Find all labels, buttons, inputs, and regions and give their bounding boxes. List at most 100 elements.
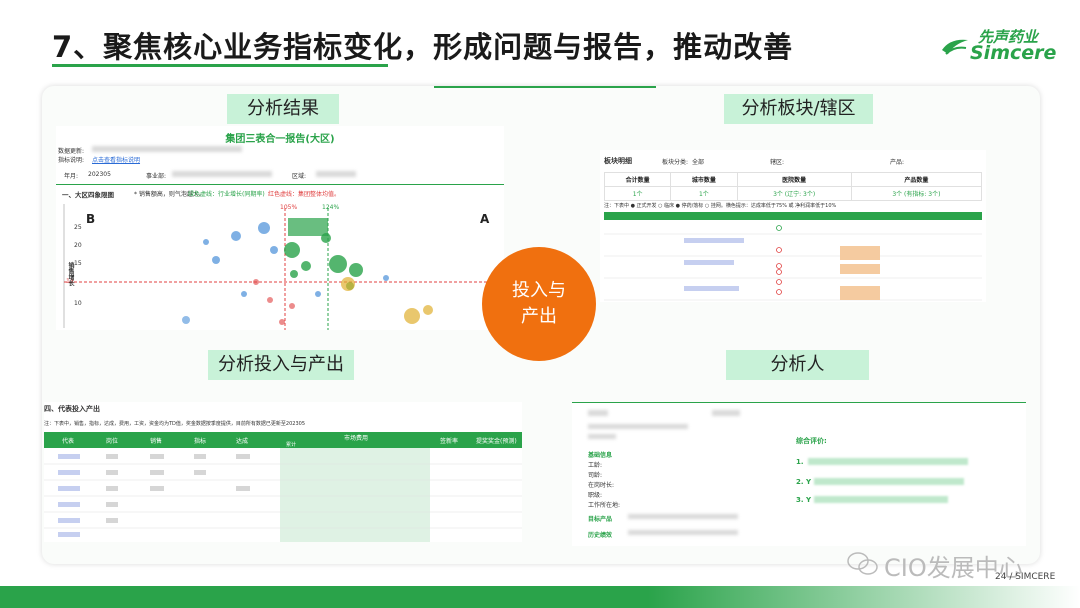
history-performance-label: 历史绩效: [588, 532, 613, 539]
chart-note: * 销售额高，则气泡越大。: [134, 191, 205, 198]
green-line-label: 124%: [322, 204, 340, 211]
eval-item-1-text: [808, 458, 968, 465]
slide-title: 7、聚焦核心业务指标变化，形成问题与报告，推动改善: [52, 30, 794, 64]
io-heading: 四、代表投入产出: [44, 405, 100, 413]
logo-en-text: Simcere: [970, 42, 1057, 64]
block-filter1-value[interactable]: 全部: [692, 159, 705, 166]
block-detail-table: [604, 225, 982, 301]
io-table-header: 代表 岗位 销售 指标 达成 市场费用 累计 签新率 提奖奖金(预测): [44, 432, 522, 448]
page-number: 24 / SIMCERE: [995, 572, 1056, 582]
divider: [56, 184, 504, 185]
summary-header: 城市数量: [670, 172, 738, 187]
filter-area-label: 区域:: [292, 173, 307, 180]
io-col-cumulative: 累计: [286, 442, 297, 448]
person-line: [588, 424, 688, 429]
eval-item-3: 3. Y: [796, 496, 812, 504]
summary-header: 合计数量: [603, 172, 672, 187]
block-section-label: 分析板块/辖区: [724, 94, 873, 124]
quadrant-b-label: B: [86, 212, 96, 226]
company-logo: 先声药业 Simcere: [940, 26, 1065, 66]
field-seniority: 工龄:: [588, 462, 603, 469]
eval-item-1: 1.: [796, 458, 804, 466]
eval-item-3-text: [814, 496, 948, 503]
person-name: [588, 410, 608, 416]
io-table-body: [44, 448, 522, 542]
chart-note-red: 红色虚线：集团整体均值。: [268, 191, 341, 198]
field-location: 工作所在地:: [588, 502, 621, 509]
history-performance-value: [628, 530, 738, 535]
result-panel: 集团三表合一报告(大区) 数据更新: 指标说明: 点击查看指标说明 年月: 20…: [56, 126, 504, 330]
y-tick-25: 25: [74, 224, 82, 231]
summary-value: 3个 (辽宁: 3个): [736, 186, 852, 201]
center-label-line1: 投入与: [512, 280, 566, 301]
filter-month-value[interactable]: 202305: [88, 171, 111, 178]
report-title: 集团三表合一报告(大区): [225, 134, 335, 145]
field-tenure: 在岗时长:: [588, 482, 615, 489]
io-col-market-fee: 市场费用: [344, 435, 369, 442]
person-divider: [572, 402, 1026, 403]
eval-item-2: 2. Y: [796, 478, 812, 486]
summary-header: 产品数量: [850, 172, 983, 187]
indicator-desc-label: 指标说明:: [58, 157, 85, 164]
block-panel: 板块明细 板块分类: 全部 辖区: 产品: 合计数量 城市数量 医院数量 产品数…: [600, 150, 986, 302]
io-col-position: 岗位: [106, 438, 119, 445]
io-col-achieve: 达成: [236, 438, 249, 445]
data-update-value: [92, 146, 242, 152]
target-product-value: [628, 514, 738, 519]
io-col-sales: 销售: [150, 438, 163, 445]
y-axis-label: 销售增长: [67, 262, 74, 286]
y-tick-10: 10: [74, 300, 82, 307]
person-title: [712, 410, 740, 416]
chart-heading: 一、大区四象限图: [62, 191, 114, 199]
quadrant-a-label: A: [480, 212, 490, 226]
indicator-desc-link[interactable]: 点击查看指标说明: [92, 157, 141, 164]
center-label-line2: 产出: [521, 306, 557, 327]
y-tick-20: 20: [74, 242, 82, 249]
input-output-panel: 四、代表投入产出 注：下表中，销售，指标，达成，费用，工资，资金均为TD值，奖金…: [44, 402, 522, 542]
field-company-years: 司龄:: [588, 472, 603, 479]
block-table-header: [604, 212, 982, 220]
summary-value: 1个: [670, 186, 738, 201]
person-panel: 基础信息 工龄: 司龄: 在岗时长: 职级: 工作所在地: 目标产品 历史绩效 …: [572, 402, 1026, 546]
summary-header: 医院数量: [736, 172, 852, 187]
y-tick-15: 15: [74, 260, 82, 267]
person-section-label: 分析人: [726, 350, 869, 380]
io-col-target: 指标: [194, 438, 207, 445]
person-line: [588, 434, 616, 439]
overall-eval-label: 综合评价:: [796, 437, 827, 445]
summary-value: 3个 (有指标: 3个): [850, 186, 983, 201]
quadrant-bubble-chart: [63, 204, 504, 330]
input-output-circle: 投入与 产出: [482, 247, 596, 361]
result-section-label: 分析结果: [227, 94, 339, 124]
target-product-label: 目标产品: [588, 516, 613, 523]
block-heading: 板块明细: [604, 157, 632, 165]
input-output-section-label: 分析投入与产出: [208, 350, 354, 380]
summary-value: 1个: [603, 186, 672, 201]
block-filter1-label: 板块分类:: [662, 159, 689, 166]
title-underline: [52, 64, 388, 67]
filter-area-select[interactable]: [316, 171, 356, 177]
block-note: 注：下表中 ● 正式开发 ○ 临床 ● 停药/落标 ○ 挂网。横色提示：达成率低…: [604, 203, 837, 209]
footer-bar: [0, 586, 1080, 608]
red-line-label: 105%: [280, 204, 298, 211]
data-update-label: 数据更新:: [58, 148, 85, 155]
block-summary-table: 合计数量 城市数量 医院数量 产品数量 1个 1个 3个 (辽宁: 3个) 3个…: [603, 172, 983, 201]
block-filter2-label: 辖区:: [770, 159, 785, 166]
filter-division-label: 事业部:: [146, 173, 167, 180]
filter-division-select[interactable]: [172, 171, 272, 177]
wechat-icon: [847, 552, 878, 575]
h-line-label: 13: [66, 278, 74, 285]
chart-note-green: 绿色虚线：行业增长(同期率): [188, 191, 265, 198]
eval-item-2-text: [814, 478, 964, 485]
io-col-bonus: 提奖奖金(预测): [476, 438, 517, 445]
io-note: 注：下表中，销售，指标，达成，费用，工资，资金均为TD值，奖金数据按季度提供，目…: [44, 421, 305, 427]
io-col-sign-rate: 签新率: [440, 438, 459, 445]
logo-mark-icon: [942, 39, 968, 55]
field-level: 职级:: [588, 492, 603, 499]
filter-month-label: 年月:: [64, 173, 79, 180]
card-top-accent: [434, 86, 656, 88]
block-filter3-label: 产品:: [890, 159, 905, 166]
logo-cn-text: 先声药业: [978, 28, 1039, 46]
watermark-text: CIO发展中心: [884, 554, 1023, 582]
